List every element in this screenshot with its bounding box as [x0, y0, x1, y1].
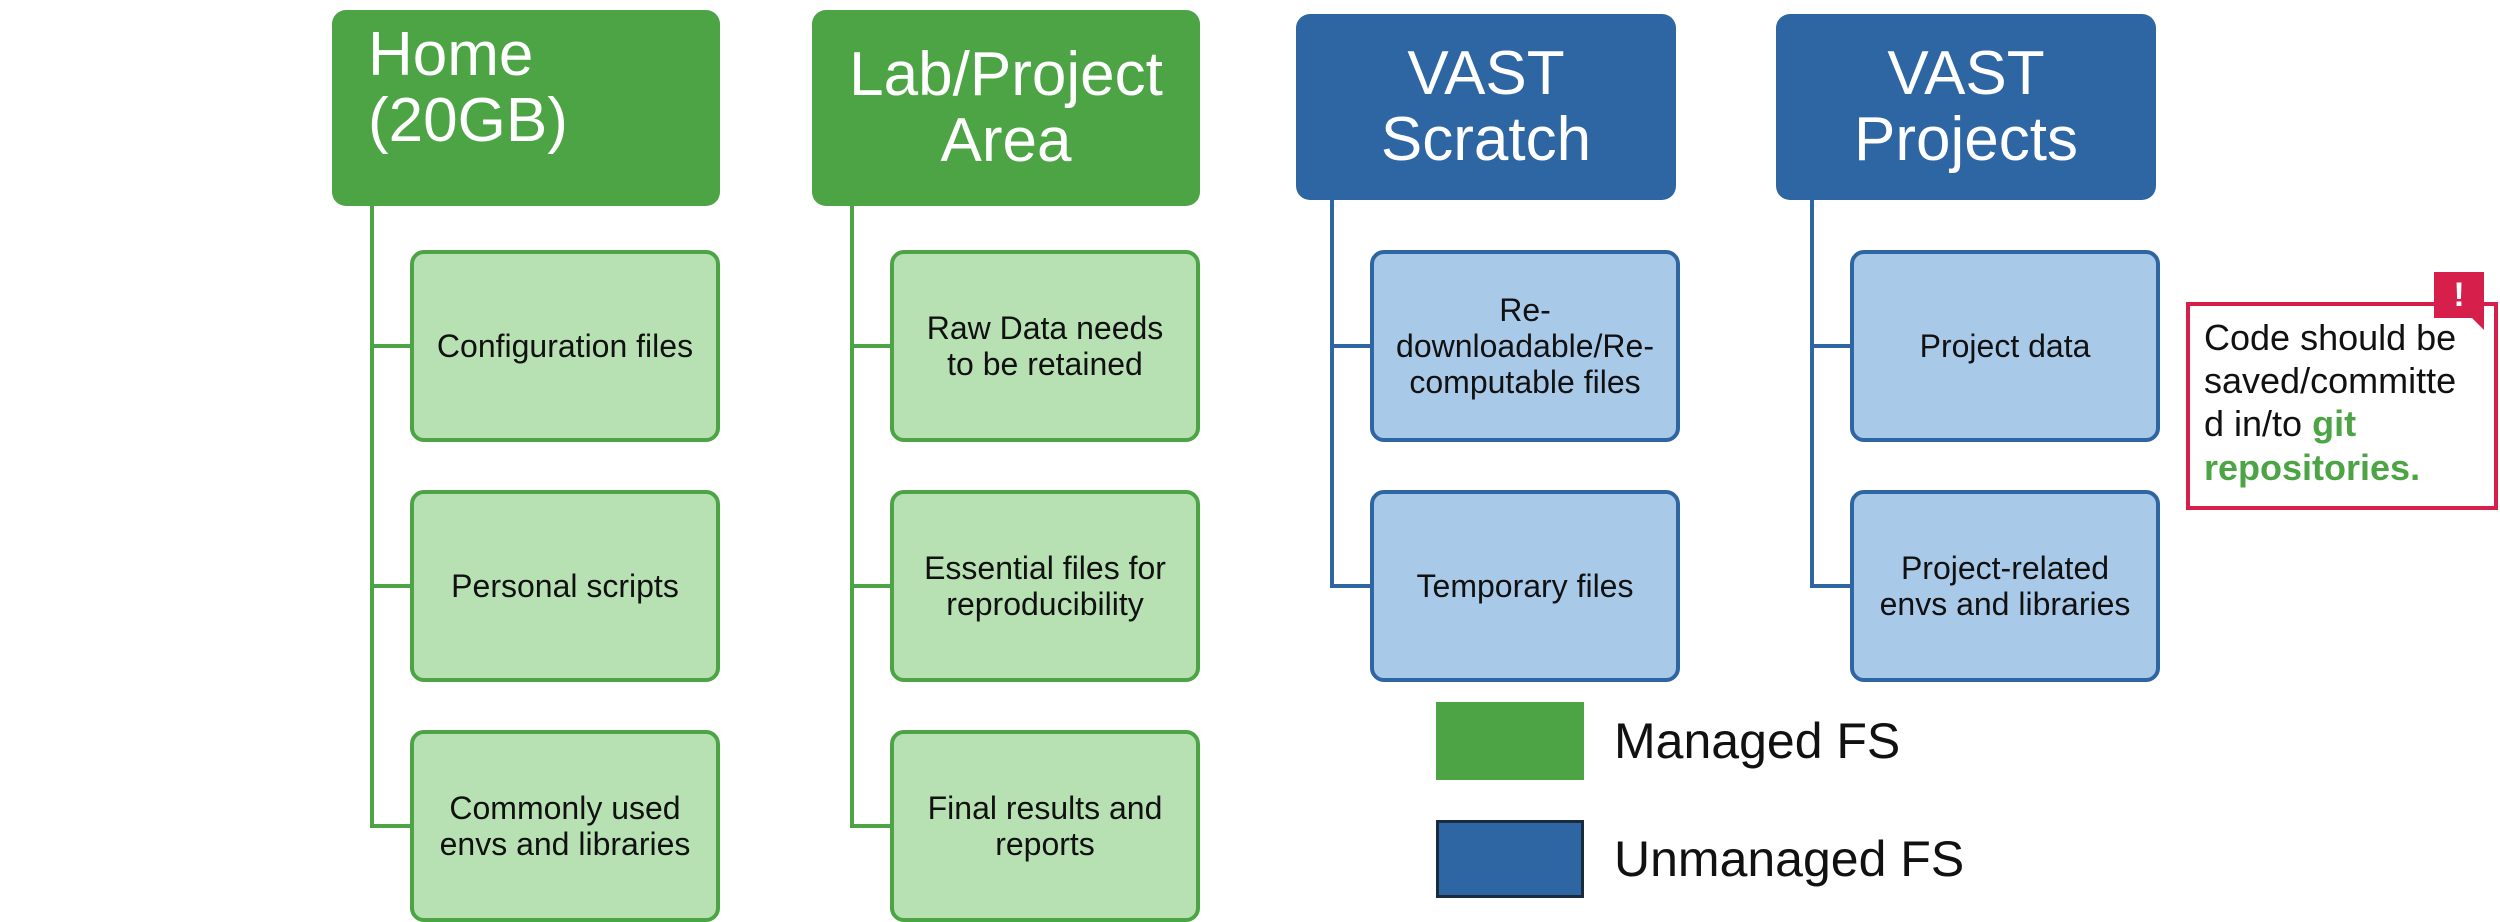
exclamation-flag-tail: [2470, 316, 2484, 330]
home-item-label: Commonly used envs and libraries: [439, 789, 691, 862]
home-connector-3: [370, 824, 410, 828]
scratch-connector-1: [1330, 344, 1370, 348]
projects-item-project-related-envs: Project-related envs and libraries: [1850, 490, 2160, 682]
legend-label-unmanaged: Unmanaged FS: [1614, 831, 1965, 887]
scratch-connector-trunk: [1330, 200, 1334, 588]
note-line-2: saved/committe: [2204, 360, 2457, 402]
home-connector-1: [370, 344, 410, 348]
home-title: Home (20GB): [368, 20, 568, 155]
home-item-commonly-used-envs: Commonly used envs and libraries: [410, 730, 720, 922]
lab-connector-1: [850, 344, 890, 348]
lab-project-title: Lab/Project Area: [849, 40, 1163, 175]
legend-swatch-unmanaged: [1436, 820, 1584, 898]
legend-label-managed: Managed FS: [1614, 713, 1901, 769]
exclamation-icon-glyph: !: [2453, 276, 2465, 314]
vast-scratch-header: VAST Scratch: [1296, 14, 1676, 200]
lab-item-final-results: Final results and reports: [890, 730, 1200, 922]
home-item-label: Personal scripts: [451, 567, 679, 604]
exclamation-icon: !: [2434, 272, 2484, 318]
home-item-configuration-files: Configuration files: [410, 250, 720, 442]
note-git-highlight: git repositories.: [2204, 403, 2421, 488]
lab-item-essential-files: Essential files for reproducibility: [890, 490, 1200, 682]
lab-project-header: Lab/Project Area: [812, 10, 1200, 206]
lab-connector-trunk: [850, 206, 854, 828]
projects-connector-trunk: [1810, 200, 1814, 588]
projects-item-label: Project data: [1919, 327, 2091, 364]
scratch-item-label: Re- downloadable/Re- computable files: [1396, 291, 1654, 401]
home-header: Home (20GB): [332, 10, 720, 206]
home-item-label: Configuration files: [436, 327, 694, 364]
home-item-personal-scripts: Personal scripts: [410, 490, 720, 682]
home-connector-2: [370, 584, 410, 588]
vast-scratch-title: VAST Scratch: [1380, 39, 1592, 174]
projects-connector-2: [1810, 584, 1850, 588]
scratch-item-label: Temporary files: [1416, 567, 1634, 604]
scratch-item-redownloadable-files: Re- downloadable/Re- computable files: [1370, 250, 1680, 442]
note-line-3: d in/to: [2204, 403, 2313, 445]
git-note-callout: Code should be saved/committe d in/to gi…: [2186, 302, 2498, 510]
projects-connector-1: [1810, 344, 1850, 348]
vast-projects-header: VAST Projects: [1776, 14, 2156, 200]
projects-item-project-data: Project data: [1850, 250, 2160, 442]
lab-connector-2: [850, 584, 890, 588]
lab-item-label: Essential files for reproducibility: [924, 549, 1166, 622]
lab-item-label: Final results and reports: [927, 789, 1163, 862]
home-connector-trunk: [370, 206, 374, 828]
lab-item-label: Raw Data needs to be retained: [926, 309, 1164, 382]
lab-connector-3: [850, 824, 890, 828]
lab-item-raw-data: Raw Data needs to be retained: [890, 250, 1200, 442]
projects-item-label: Project-related envs and libraries: [1879, 549, 2131, 622]
scratch-connector-2: [1330, 584, 1370, 588]
legend-swatch-managed: [1436, 702, 1584, 780]
note-line-1: Code should be: [2204, 317, 2457, 358]
vast-projects-title: VAST Projects: [1854, 39, 2078, 174]
scratch-item-temporary-files: Temporary files: [1370, 490, 1680, 682]
